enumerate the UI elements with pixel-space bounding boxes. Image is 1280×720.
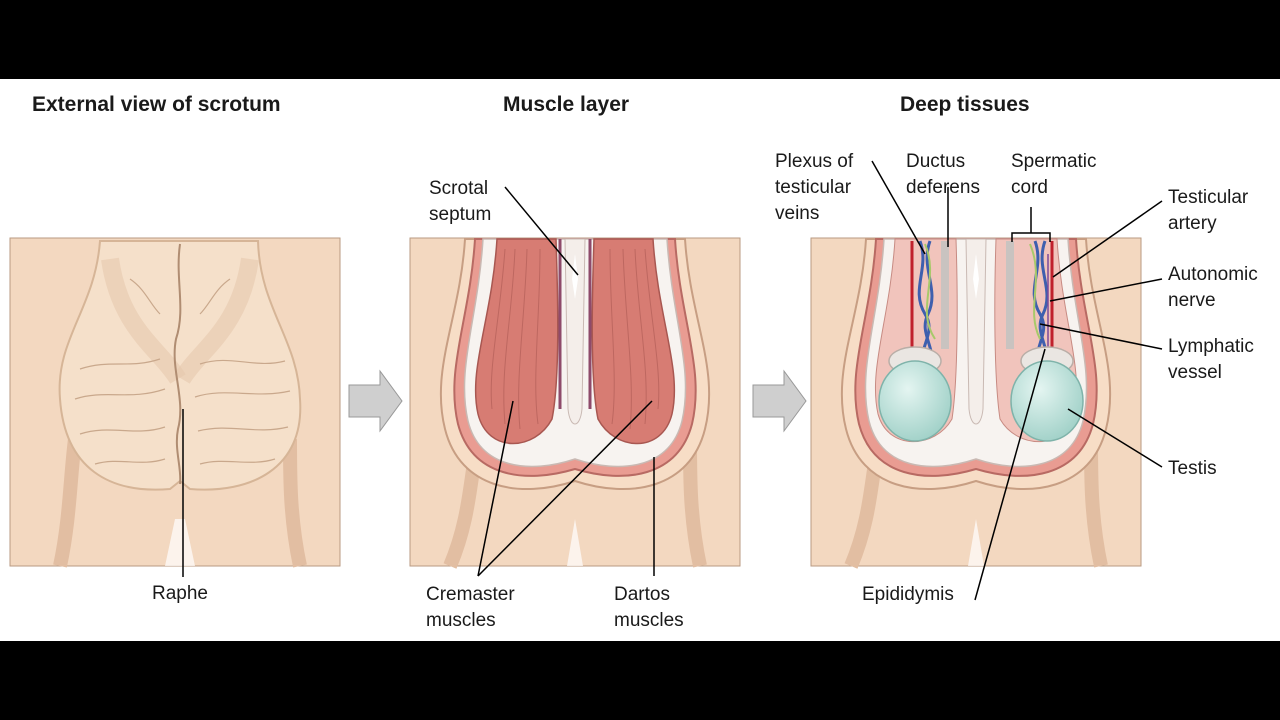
panel-2-leg-gap <box>567 519 583 566</box>
label-plexus-line1: Plexus of <box>775 151 854 172</box>
panel-title-deep: Deep tissues <box>900 93 1030 116</box>
panel-deep-tissues <box>810 160 1163 601</box>
label-dartos-line1: Dartos <box>614 584 670 605</box>
septum-tip <box>572 254 578 299</box>
label-autonomic-nerve: Autonomic nerve <box>1168 262 1258 314</box>
label-spermatic-line2: cord <box>1011 177 1048 198</box>
label-dartos-muscles: Dartos muscles <box>614 582 684 634</box>
scrotal-septum <box>564 238 586 425</box>
label-ductus-line1: Ductus <box>906 151 966 172</box>
arrow-1 <box>348 369 403 433</box>
label-cremaster-line2: muscles <box>426 610 496 631</box>
label-scrotal-septum-line2: septum <box>429 204 492 225</box>
diagram-canvas: External view of scrotum Muscle layer De… <box>0 79 1280 641</box>
panel-muscle-layer <box>409 186 741 577</box>
panel-1-thigh-shadow <box>53 438 307 568</box>
testis-right <box>1010 360 1084 442</box>
label-artery-line2: artery <box>1168 213 1217 234</box>
septum-leader-line <box>504 186 579 276</box>
panel-title-external: External view of scrotum <box>32 93 281 116</box>
plexus-leader-line <box>871 160 926 255</box>
illustration-layer <box>9 160 1163 601</box>
label-plexus-of-testicular-veins: Plexus of testicular veins <box>775 149 853 227</box>
label-cremaster-muscles: Cremaster muscles <box>426 582 515 634</box>
testis-leader-line <box>1067 408 1163 468</box>
label-scrotal-septum: Scrotal septum <box>429 176 491 228</box>
arrow-2 <box>752 369 807 433</box>
skin-wrinkles <box>74 278 291 465</box>
label-scrotal-septum-line1: Scrotal <box>429 178 489 199</box>
label-lymphatic-vessel: Lymphatic vessel <box>1168 334 1254 386</box>
nerve-leader-line <box>1049 278 1163 302</box>
cremaster-leader-right <box>477 400 653 577</box>
label-raphe: Raphe <box>152 583 208 604</box>
right-cord-vessels <box>1006 240 1054 370</box>
cremaster-right <box>591 238 676 445</box>
label-ductus-deferens: Ductus deferens <box>906 149 980 201</box>
label-plexus-line2: testicular <box>775 177 852 198</box>
deep-septum-tip <box>973 254 979 299</box>
label-testicular-artery: Testicular artery <box>1168 185 1248 237</box>
label-nerve-line1: Autonomic <box>1168 264 1258 285</box>
label-lymph-line2: vessel <box>1168 362 1222 383</box>
label-cremaster-line1: Cremaster <box>426 584 515 605</box>
cremaster-left <box>474 238 559 445</box>
cremaster-leader-left <box>477 400 514 577</box>
panel-title-muscle: Muscle layer <box>503 93 630 116</box>
label-testis: Testis <box>1168 458 1217 479</box>
testis-left <box>878 360 952 442</box>
lymph-leader-line <box>1039 323 1163 350</box>
label-artery-line1: Testicular <box>1168 187 1249 208</box>
label-ductus-line2: deferens <box>906 177 980 198</box>
label-plexus-line3: veins <box>775 203 820 224</box>
panel-3-leg-gap <box>968 519 984 566</box>
panel-1-leg-gap <box>165 519 195 566</box>
label-spermatic-cord: Spermatic cord <box>1011 149 1097 201</box>
deep-septum <box>965 238 987 425</box>
muscle-fibers <box>490 248 660 430</box>
panel-external-view <box>9 237 341 577</box>
label-lymph-line1: Lymphatic <box>1168 336 1254 357</box>
artery-leader-line <box>1052 200 1163 278</box>
label-epididymis: Epididymis <box>862 584 954 605</box>
external-scrotum-shading <box>101 257 186 384</box>
label-spermatic-line1: Spermatic <box>1011 151 1097 172</box>
raphe-line <box>173 243 182 485</box>
label-dartos-line2: muscles <box>614 610 684 631</box>
external-scrotum-shading-right <box>174 257 259 384</box>
epididymis-leader-line <box>974 348 1046 601</box>
label-nerve-line2: nerve <box>1168 290 1216 311</box>
